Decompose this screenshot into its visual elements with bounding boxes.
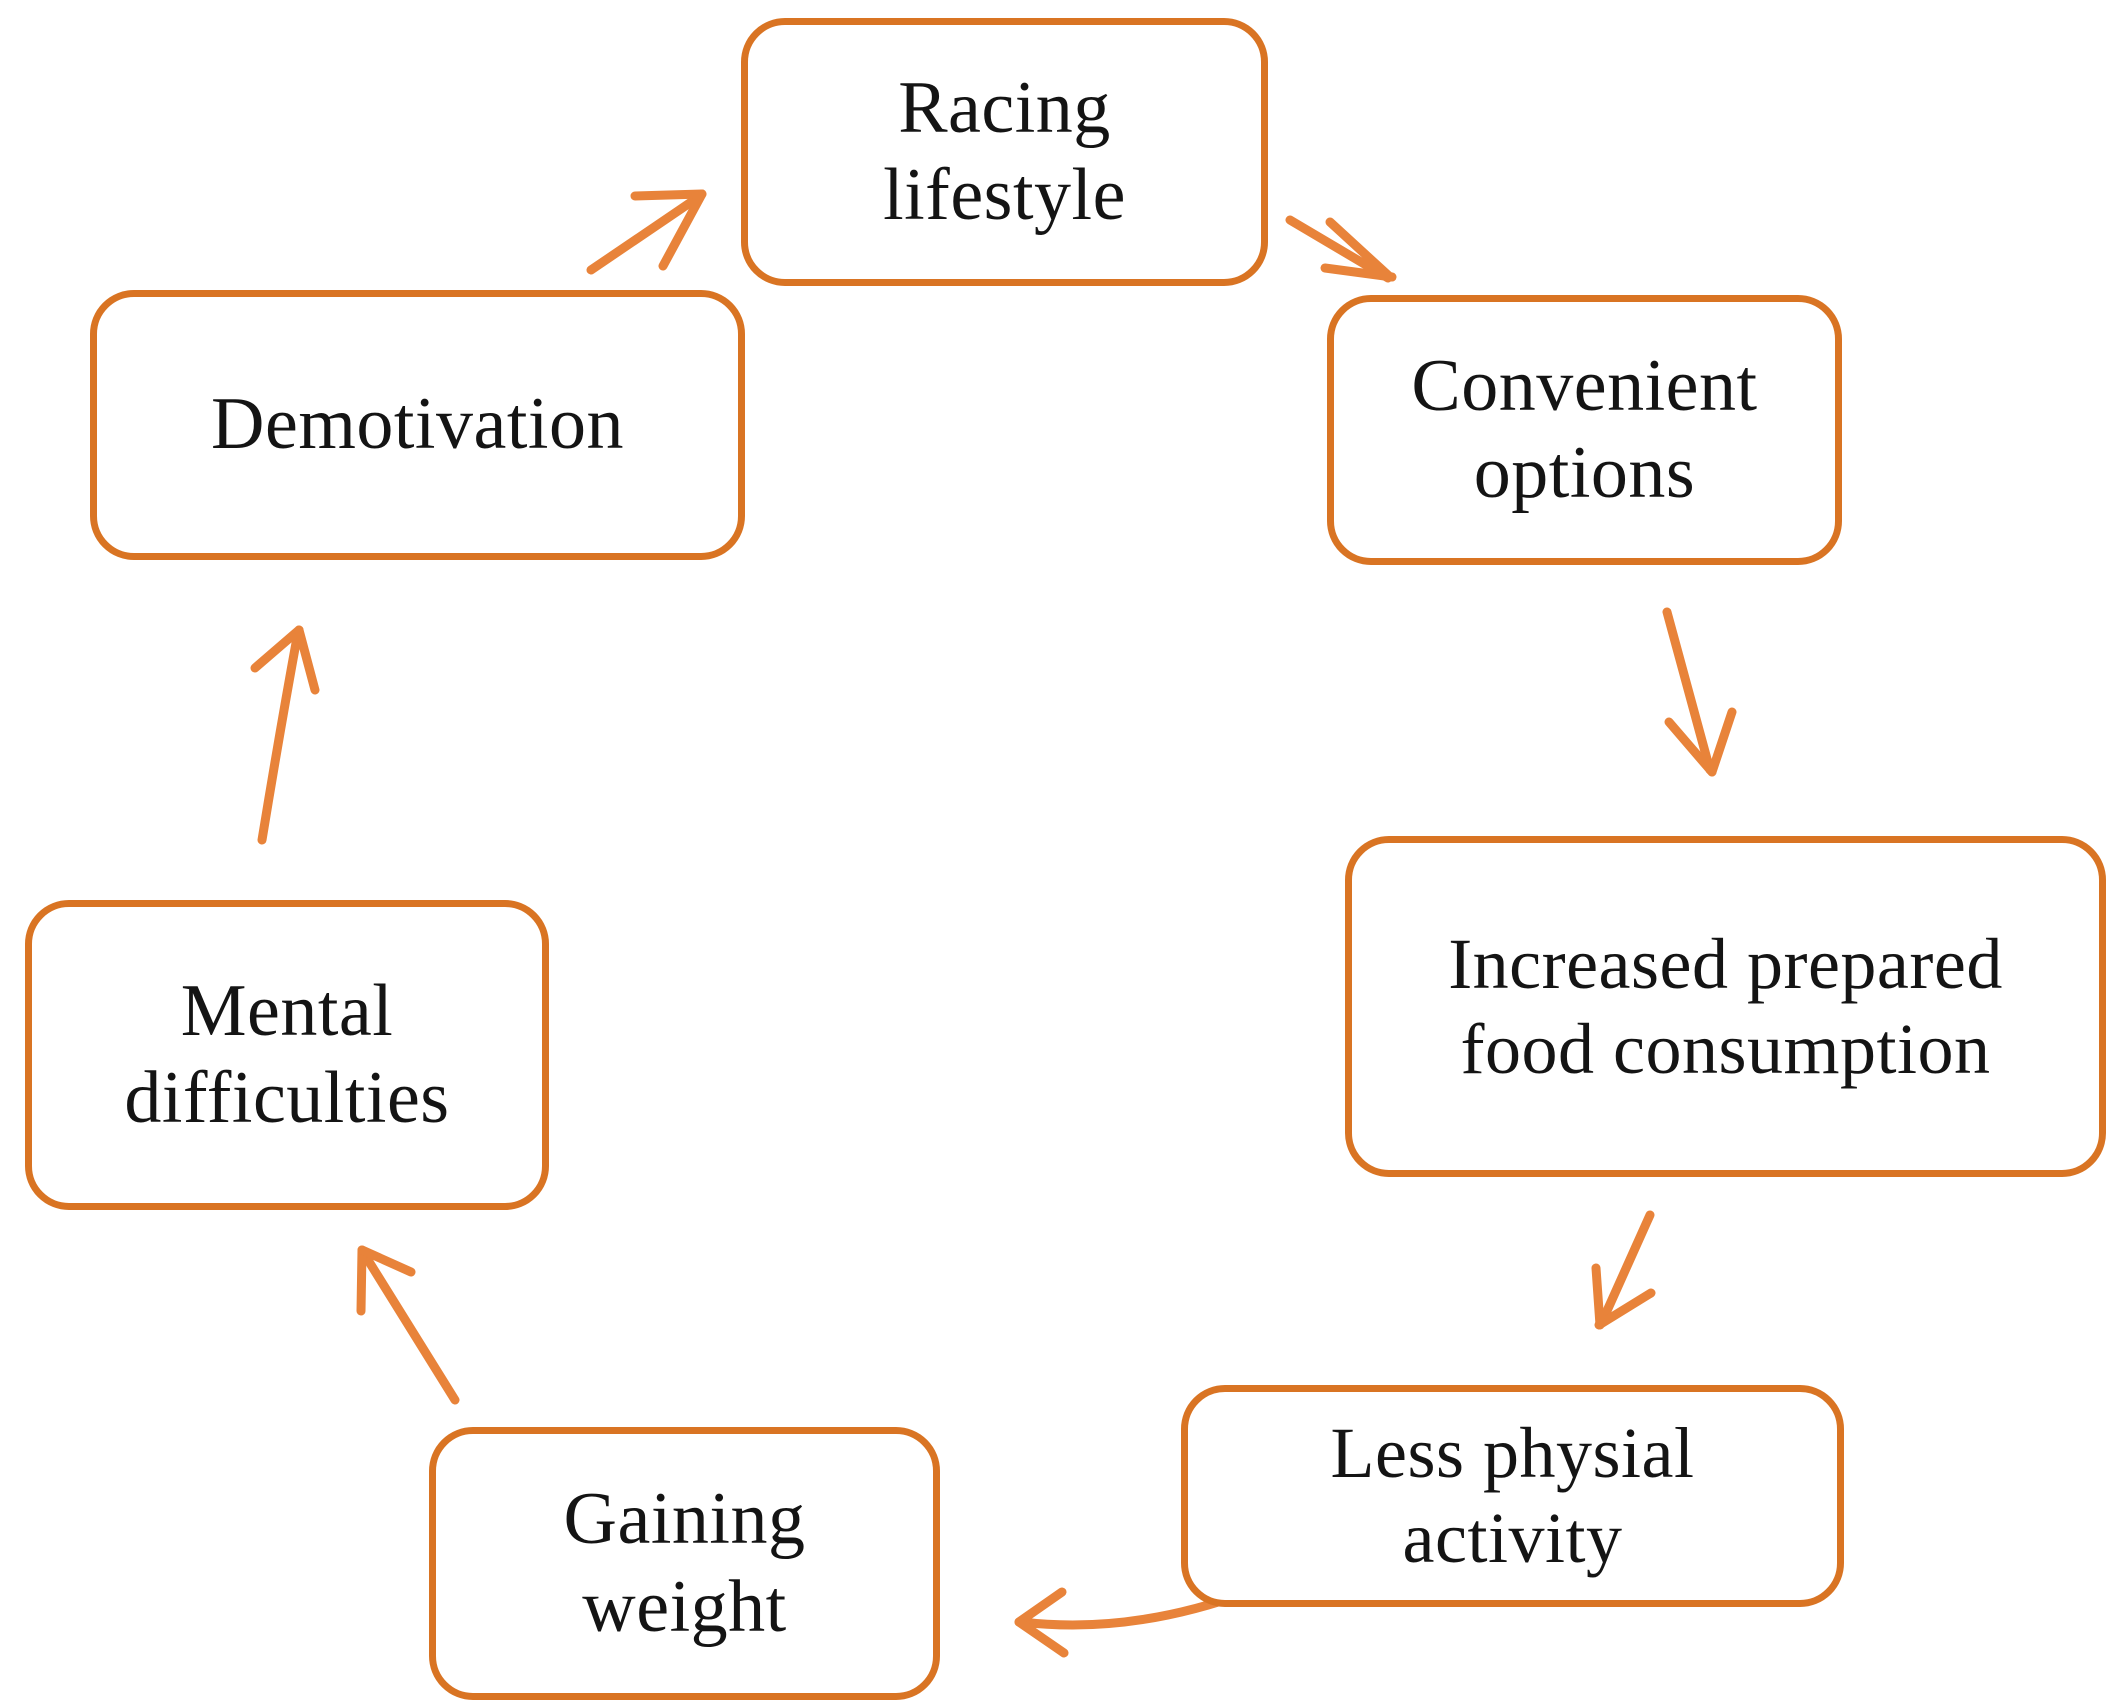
node-mental-difficulties-label: Mental difficulties — [124, 969, 450, 1139]
node-increased-prepared-food-consumption[interactable]: Increased prepared food consumption — [1345, 836, 2106, 1177]
node-less-physical-activity-label: Less physial activity — [1330, 1413, 1695, 1578]
node-increased-prepared-food-consumption-label: Increased prepared food consumption — [1448, 923, 2003, 1089]
node-demotivation-label: Demotivation — [211, 383, 624, 466]
arrow-increased-food-to-less-physical-activity — [1591, 1210, 1656, 1330]
arrow-demotivation-to-racing-lifestyle — [586, 189, 707, 275]
node-demotivation[interactable]: Demotivation — [90, 290, 745, 560]
node-less-physical-activity[interactable]: Less physial activity — [1181, 1385, 1844, 1607]
arrow-convenient-options-to-increased-food — [1662, 607, 1737, 777]
node-gaining-weight-label: Gaining weight — [563, 1478, 806, 1648]
node-racing-lifestyle[interactable]: Racing lifestyle — [741, 18, 1268, 286]
arrow-mental-difficulties-to-demotivation — [250, 625, 320, 845]
node-mental-difficulties[interactable]: Mental difficulties — [25, 900, 549, 1210]
node-racing-lifestyle-label: Racing lifestyle — [883, 66, 1126, 236]
node-gaining-weight[interactable]: Gaining weight — [429, 1427, 940, 1700]
node-convenient-options-label: Convenient options — [1411, 344, 1758, 514]
node-convenient-options[interactable]: Convenient options — [1327, 295, 1842, 565]
arrow-racing-lifestyle-to-convenient-options — [1285, 215, 1397, 283]
arrow-gaining-weight-to-mental-difficulties — [356, 1245, 460, 1405]
